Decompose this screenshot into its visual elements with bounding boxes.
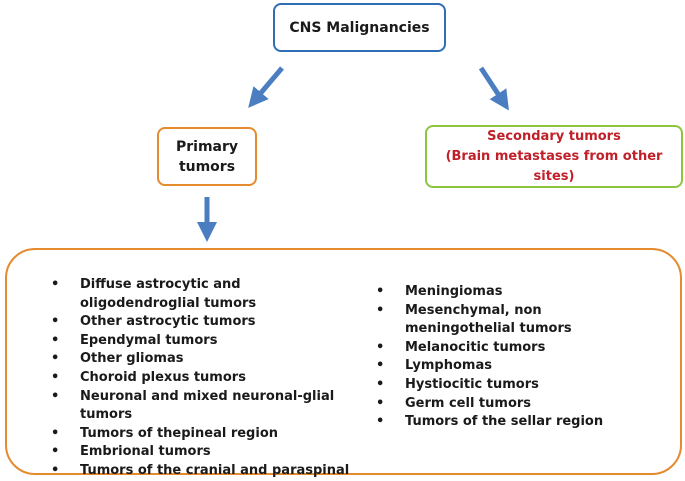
- bullet-icon: •: [51, 369, 60, 385]
- primary-tumors-line-1: Primary: [175, 138, 239, 155]
- primary-tumor-types-box: • Diffuse astrocytic and oligodendroglial…: [5, 248, 682, 478]
- list-item: • Lymphomas: [376, 357, 656, 376]
- list-item: • Meningiomas: [376, 283, 656, 302]
- bullet-icon: •: [51, 388, 60, 404]
- list-item: • Hystiocitic tumors: [376, 376, 656, 395]
- list-item: • Other gliomas: [51, 350, 351, 369]
- bullet-icon: •: [51, 351, 60, 367]
- list-item: • Choroid plexus tumors: [51, 369, 351, 388]
- bullet-icon: •: [376, 414, 385, 430]
- list-item-label: Neuronal and mixed neuronal-glial tumors: [80, 388, 335, 423]
- list-item: • Germ cell tumors: [376, 395, 656, 414]
- bullet-icon: •: [51, 332, 60, 348]
- list-item-label: Other astrocytic tumors: [80, 314, 256, 330]
- list-item: • Tumors of the sellar region: [376, 413, 656, 432]
- list-item: • Ependymal tumors: [51, 332, 351, 351]
- list-item-label: Mesenchymal, non meningothelial tumors: [405, 302, 572, 337]
- bullet-icon: •: [51, 314, 60, 330]
- bullet-icon: •: [376, 339, 385, 355]
- list-item: • Other astrocytic tumors: [51, 313, 351, 332]
- bullet-icon: •: [376, 302, 385, 318]
- list-item-label: Tumors of thepineal region: [80, 425, 279, 441]
- list-item-label: Germ cell tumors: [405, 395, 532, 411]
- bullet-icon: •: [51, 425, 60, 441]
- bullet-icon: •: [376, 395, 385, 411]
- list-item-label: Choroid plexus tumors: [80, 369, 246, 385]
- secondary-tumors-box: Secondary tumors (Brain metastases from …: [425, 125, 683, 188]
- list-item-label: Tumors of the cranial and paraspinal: [80, 462, 350, 478]
- secondary-tumors-line-1: Secondary tumors: [487, 128, 621, 144]
- list-item: • Mesenchymal, non meningothelial tumors: [376, 302, 656, 339]
- list-item: • Diffuse astrocytic and oligodendroglial…: [51, 276, 351, 313]
- tumor-list-right: • Meningiomas • Mesenchymal, non meningoth…: [376, 283, 656, 432]
- list-item: • Tumors of thepineal region: [51, 425, 351, 444]
- bullet-icon: •: [51, 277, 60, 292]
- list-item: • Neuronal and mixed neuronal-glial tumor…: [51, 388, 351, 425]
- list-item: • Melanocitic tumors: [376, 339, 656, 358]
- primary-tumors-box: Primary tumors: [157, 127, 257, 186]
- list-item-label: Ependymal tumors: [80, 332, 218, 348]
- list-item: • Tumors of the cranial and paraspinal: [51, 462, 351, 481]
- list-item-label: Diffuse astrocytic and oligodendroglial …: [80, 277, 257, 311]
- list-item-label: Other gliomas: [80, 351, 184, 367]
- tumor-list-left: • Diffuse astrocytic and oligodendroglial…: [51, 276, 351, 481]
- arrow-root-to-primary: [248, 66, 284, 108]
- list-item: • Embrional tumors: [51, 443, 351, 462]
- list-item-label: Tumors of the sellar region: [405, 414, 604, 430]
- cns-malignancies-box: CNS Malignancies: [273, 3, 446, 52]
- bullet-icon: •: [51, 444, 60, 460]
- primary-tumors-line-2: tumors: [178, 158, 236, 175]
- list-item-label: Lymphomas: [405, 358, 492, 374]
- bullet-icon: •: [376, 284, 385, 299]
- bullet-icon: •: [376, 376, 385, 392]
- bullet-icon: •: [51, 462, 60, 478]
- list-item-label: Meningiomas: [405, 284, 503, 299]
- bullet-icon: •: [376, 358, 385, 374]
- secondary-tumors-line-2: (Brain metastases from other sites): [445, 148, 663, 184]
- arrow-root-to-secondary: [478, 66, 509, 111]
- list-item-label: Embrional tumors: [80, 444, 211, 460]
- list-item-label: Melanocitic tumors: [405, 339, 546, 355]
- list-item-label: Hystiocitic tumors: [405, 376, 539, 392]
- cns-malignancies-label: CNS Malignancies: [289, 19, 430, 36]
